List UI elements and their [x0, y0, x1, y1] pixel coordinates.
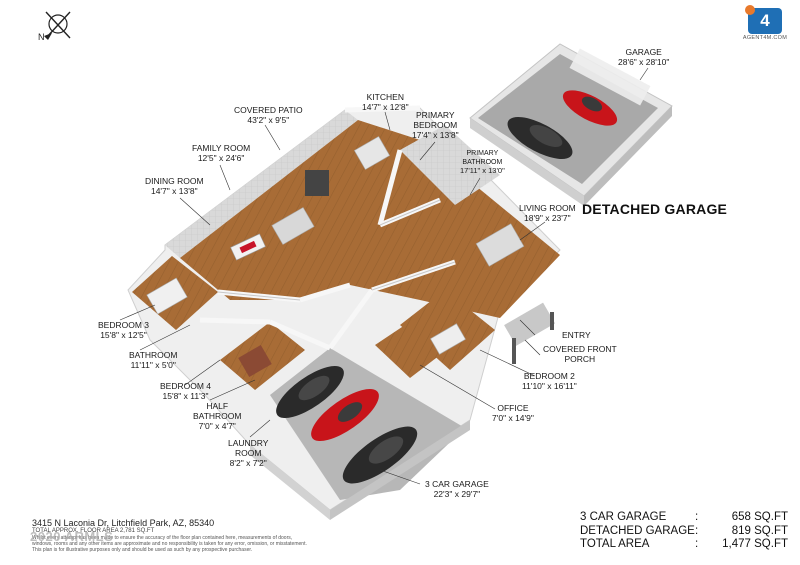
garage-car-red	[311, 388, 379, 442]
label-primary-bathroom: PRIMARY BATHROOM 17'11" x 13'0"	[460, 150, 505, 175]
detached-garage-title: DETACHED GARAGE	[582, 201, 728, 217]
disclaimer-line-3: This plan is for illustrative purposes o…	[32, 547, 253, 553]
north-compass-icon	[44, 11, 71, 40]
main-house-shape	[127, 105, 561, 520]
label-bedroom-4: BEDROOM 4 15'8" x 11'3"	[160, 381, 212, 401]
logo-glyph: 4	[760, 11, 770, 30]
property-address: 3415 N Laconia Dr, Litchfield Park, AZ, …	[32, 518, 215, 528]
disclaimer-line-1: Whilst every attempt has been made to en…	[32, 535, 293, 541]
label-bedroom-3: BEDROOM 3 15'8" x 12'5"	[98, 320, 150, 340]
label-half-bathroom: HALF BATHROOM 7'0" x 4'7"	[193, 401, 242, 431]
label-bedroom-2: BEDROOM 2 11'10" x 16'11"	[522, 371, 577, 391]
summary-label: TOTAL AREA	[580, 538, 650, 550]
summary-value: 1,477 SQ.FT	[722, 538, 788, 550]
summary-sep: :	[695, 538, 699, 550]
summary-label: DETACHED GARAGE	[580, 524, 695, 537]
detached-garage-shape	[469, 43, 673, 206]
label-bathroom: BATHROOM 11'11" x 5'0"	[129, 350, 178, 370]
label-dining-room: DINING ROOM 14'7" x 13'8"	[145, 176, 204, 196]
red-convertible-car	[562, 90, 618, 126]
disclaimer-text: Whilst every attempt has been made to en…	[32, 535, 362, 553]
summary-label: 3 CAR GARAGE	[580, 511, 667, 523]
summary-sep: :	[695, 511, 699, 523]
label-kitchen: KITCHEN 14'7" x 12'8"	[362, 92, 409, 112]
label-covered-front-porch: COVERED FRONT PORCH	[543, 344, 617, 364]
label-garage: GARAGE 28'6" x 28'10"	[618, 47, 670, 67]
summary-row: DETACHED GARAGE : 819 SQ.FT	[580, 525, 788, 539]
garage-car-dark-left	[276, 365, 344, 419]
summary-sep: :	[695, 524, 699, 537]
label-entry: ENTRY	[562, 330, 591, 340]
summary-value: 819 SQ.FT	[731, 524, 788, 537]
dark-suv-car	[507, 117, 573, 159]
label-living-room: LIVING ROOM 18'9" x 23'7"	[519, 203, 576, 223]
disclaimer-line-2: windows, rooms and any other items are a…	[32, 541, 307, 547]
leader-lines	[119, 67, 649, 485]
label-3-car-garage: 3 CAR GARAGE 22'3" x 29'7"	[425, 479, 489, 499]
compass-north-letter: N	[38, 32, 45, 42]
total-approx-floor-area: TOTAL APPROX. FLOOR AREA 2,781 SQ.FT	[32, 528, 155, 534]
logo-badge: 4	[745, 5, 782, 34]
label-primary-bedroom: PRIMARY BEDROOM 17'4" x 13'8"	[412, 110, 459, 140]
label-family-room: FAMILY ROOM 12'5" x 24'6"	[192, 143, 251, 163]
logo-text: AGENT4M.COM	[742, 35, 788, 41]
agent4m-logo: 4 AGENT4M.COM	[740, 5, 790, 48]
summary-row: 3 CAR GARAGE : 658 SQ.FT	[580, 511, 788, 525]
armls-watermark: 2020 ARMLS	[30, 529, 114, 544]
summary-row: TOTAL AREA : 1,477 SQ.FT	[580, 538, 788, 552]
label-laundry-room: LAUNDRY ROOM 8'2" x 7'2"	[228, 438, 269, 468]
logo-dot	[745, 5, 755, 15]
garage-car-dark-right	[342, 426, 418, 484]
area-summary: 3 CAR GARAGE : 658 SQ.FT DETACHED GARAGE…	[580, 511, 788, 552]
summary-value: 658 SQ.FT	[731, 511, 788, 523]
label-office: OFFICE 7'0" x 14'9"	[492, 403, 534, 423]
label-covered-patio: COVERED PATIO 43'2" x 9'5"	[234, 105, 303, 125]
